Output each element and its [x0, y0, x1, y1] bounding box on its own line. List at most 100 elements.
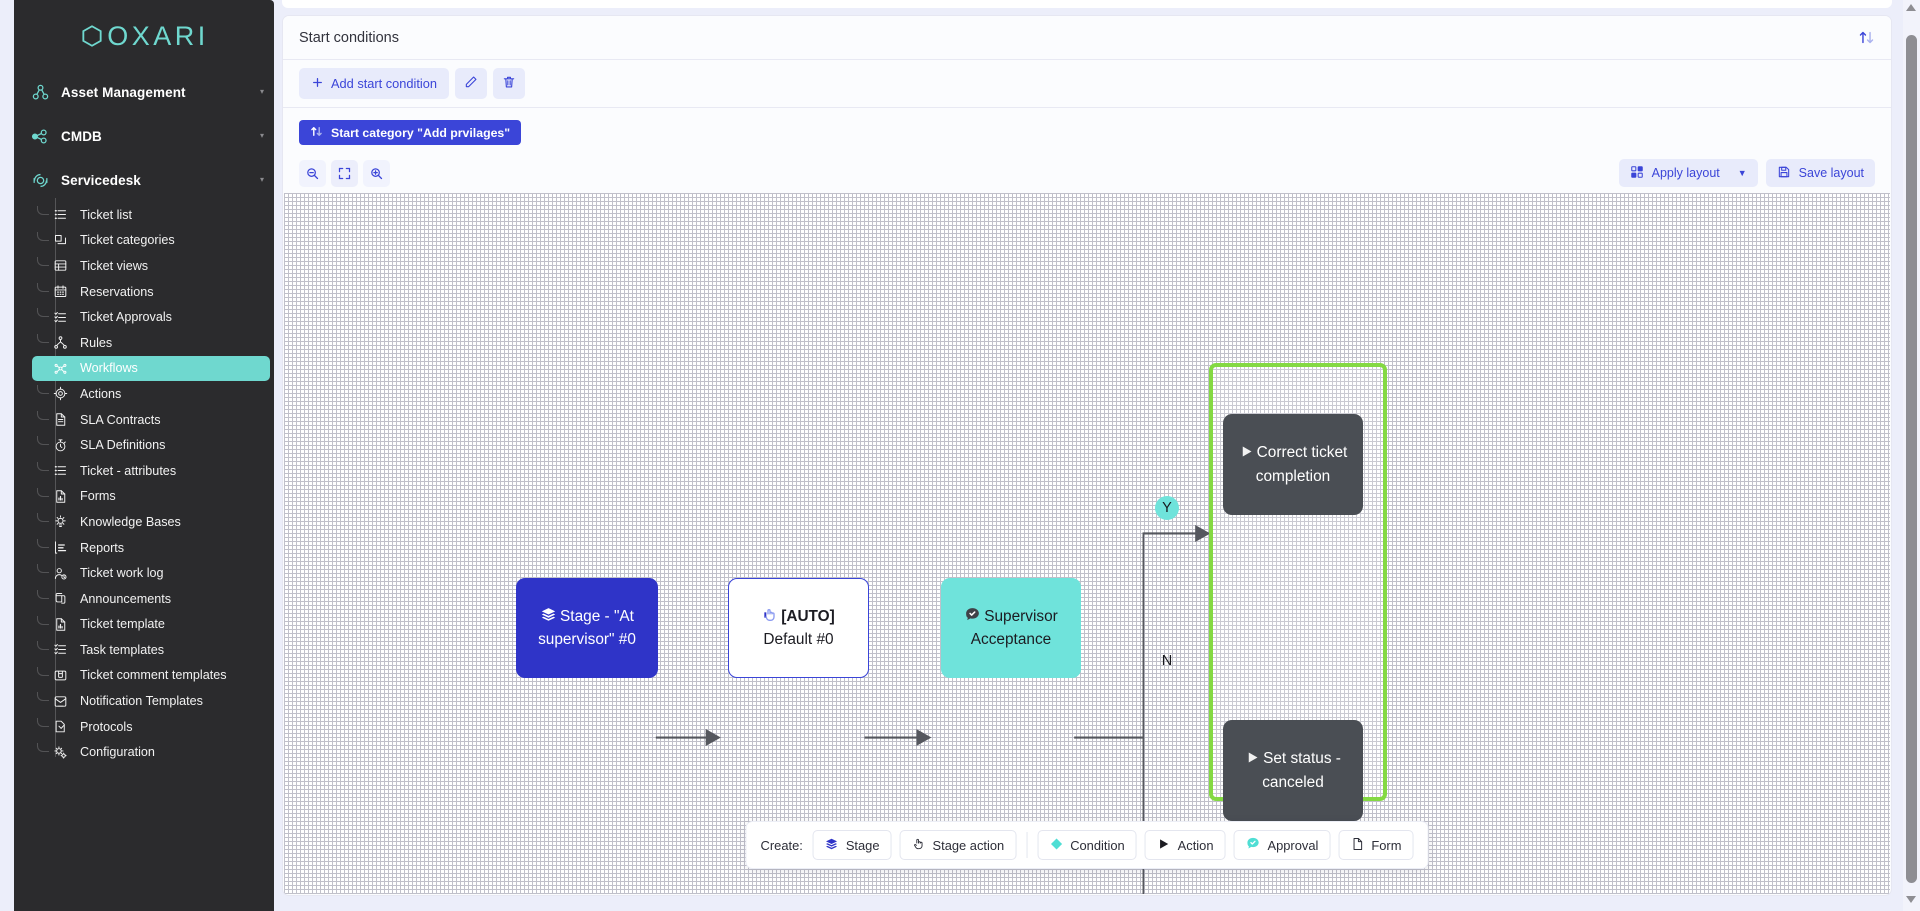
- sidebar-item-ticket-views[interactable]: Ticket views: [32, 253, 270, 279]
- sidebar-item-rules[interactable]: Rules: [32, 330, 270, 356]
- edit-start-condition-button[interactable]: [455, 68, 487, 99]
- pointer-hand-icon: [762, 607, 778, 629]
- create-item-label: Stage action: [932, 837, 1005, 853]
- workflow-node-auto[interactable]: [AUTO]Default #0: [728, 578, 869, 678]
- checklist-icon: [53, 642, 80, 657]
- sidebar-rail: [0, 0, 14, 911]
- node-line1: Set status -: [1263, 750, 1341, 768]
- workflow-nodes-icon: [53, 361, 80, 376]
- save-layout-button[interactable]: Save layout: [1765, 159, 1875, 187]
- gears-icon: [53, 745, 80, 760]
- swap-arrows-icon: [310, 125, 323, 141]
- sidebar-item-sla-definitions[interactable]: SLA Definitions: [32, 432, 270, 458]
- node-line1: Supervisor: [984, 607, 1058, 625]
- sidebar-item-ticket-work-log[interactable]: Ticket work log: [32, 560, 270, 586]
- start-category-button[interactable]: Start category "Add prvilages": [299, 120, 522, 145]
- play-icon: [1157, 837, 1171, 854]
- sidebar-item-actions[interactable]: Actions: [32, 381, 270, 407]
- list-icon: [53, 463, 80, 478]
- fit-screen-icon[interactable]: [331, 159, 358, 187]
- tree-connector: [37, 461, 49, 471]
- vertical-scrollbar[interactable]: [1903, 0, 1920, 911]
- checklist-icon: [53, 310, 80, 325]
- workflow-node-cancel[interactable]: Set status - canceled: [1223, 720, 1363, 821]
- pointer-hand-icon: [912, 837, 926, 854]
- sidebar-item-notification-templates[interactable]: Notification Templates: [32, 688, 270, 714]
- workflow-node-approval[interactable]: Supervisor Acceptance: [941, 578, 1081, 678]
- sidebar-item-ticket-comment-templates[interactable]: Ticket comment templates: [32, 663, 270, 689]
- pencil-icon: [464, 75, 478, 92]
- sidebar-item-label: Announcements: [80, 591, 172, 606]
- add-start-condition-button[interactable]: Add start condition: [299, 68, 449, 99]
- sidebar-item-knowledge-bases[interactable]: Knowledge Bases: [32, 509, 270, 535]
- sidebar-item-workflows[interactable]: Workflows: [32, 355, 270, 382]
- diamond-icon: [1049, 837, 1063, 854]
- tree-connector: [37, 487, 49, 497]
- sidebar-item-protocols[interactable]: Protocols: [32, 714, 270, 740]
- chevron-down-icon: ▾: [259, 131, 264, 140]
- zoom-out-icon[interactable]: [299, 159, 326, 187]
- sidebar-item-label: Reports: [80, 540, 125, 555]
- sidebar-item-task-templates[interactable]: Task templates: [32, 637, 270, 663]
- sidebar-item-label: Ticket views: [80, 258, 149, 273]
- node-line2: Acceptance: [970, 631, 1052, 648]
- sidebar-item-ticket-template[interactable]: Ticket template: [32, 612, 270, 638]
- play-icon: [1245, 750, 1260, 771]
- delete-start-condition-button[interactable]: [493, 68, 525, 99]
- caret-down-icon[interactable]: [1906, 896, 1917, 907]
- chevron-down-icon: ▾: [259, 175, 264, 184]
- tree-connector: [37, 333, 49, 343]
- sidebar-item-ticket-approvals[interactable]: Ticket Approvals: [32, 304, 270, 330]
- sidebar-item-announcements[interactable]: Announcements: [32, 586, 270, 612]
- create-approval-button[interactable]: Approval: [1233, 830, 1331, 860]
- scrollbar-thumb[interactable]: [1906, 35, 1917, 883]
- zoom-in-icon[interactable]: [363, 159, 390, 187]
- swap-arrows-icon[interactable]: [1858, 29, 1875, 46]
- canvas-toolbar: Apply layout ▼ Save layout: [283, 153, 1891, 193]
- create-item-label: Form: [1371, 837, 1402, 853]
- tree-connector: [37, 308, 49, 318]
- sidebar-group-cmdb[interactable]: CMDB ▾: [14, 114, 274, 158]
- sidebar-item-label: Notification Templates: [80, 694, 203, 709]
- workflow-node-stage[interactable]: Stage - "At supervisor" #0: [516, 578, 658, 678]
- sidebar-item-configuration[interactable]: Configuration: [32, 739, 270, 765]
- sidebar-item-reports[interactable]: Reports: [32, 535, 270, 561]
- workflow-node-correct[interactable]: Correct ticket completion: [1223, 414, 1363, 515]
- sidebar-item-sla-contracts[interactable]: SLA Contracts: [32, 407, 270, 433]
- tree-connector: [37, 410, 49, 420]
- create-action-button[interactable]: Action: [1144, 830, 1226, 860]
- comment-save-icon: [53, 668, 80, 683]
- canvas-grid: [284, 193, 1890, 894]
- sidebar-group-asset-management[interactable]: Asset Management ▾: [14, 70, 274, 114]
- form-doc-icon: [53, 489, 80, 504]
- workflow-canvas[interactable]: Stage - "At supervisor" #0 [AUTO]Default …: [284, 193, 1890, 894]
- branch-label: N: [1161, 653, 1173, 669]
- node-line2: canceled: [1262, 773, 1324, 791]
- sidebar-item-label: Forms: [80, 489, 116, 504]
- sidebar-item-ticket-categories[interactable]: Ticket categories: [32, 228, 270, 254]
- apply-layout-button[interactable]: Apply layout ▼: [1618, 159, 1758, 187]
- asset-nodes-icon: [31, 83, 61, 102]
- sidebar-item-ticket-list[interactable]: Ticket list: [32, 202, 270, 228]
- brand-logo[interactable]: OXARI: [14, 0, 274, 56]
- branch-badge-n: N: [1155, 649, 1179, 673]
- create-stage-button[interactable]: Stage: [812, 830, 892, 860]
- lightbulb-icon: [53, 514, 80, 529]
- sidebar-item-forms[interactable]: Forms: [32, 484, 270, 510]
- table-icon: [53, 258, 80, 273]
- create-form-button[interactable]: Form: [1338, 830, 1414, 860]
- create-condition-button[interactable]: Condition: [1037, 830, 1137, 860]
- sitemap-icon: [53, 335, 80, 350]
- caret-up-icon[interactable]: [1906, 4, 1917, 15]
- sidebar-group-label: Asset Management: [61, 84, 186, 100]
- cmdb-nodes-icon: [31, 127, 61, 146]
- create-item-label: Action: [1177, 837, 1214, 853]
- sidebar-group-servicedesk[interactable]: Servicedesk ▾: [14, 158, 274, 202]
- sidebar-item-label: Protocols: [80, 719, 133, 734]
- sidebar-item-label: SLA Contracts: [80, 412, 161, 427]
- form-doc-icon: [53, 617, 80, 632]
- sidebar-item-ticket-attributes[interactable]: Ticket - attributes: [32, 458, 270, 484]
- create-stage-action-button[interactable]: Stage action: [899, 830, 1017, 860]
- save-layout-label: Save layout: [1798, 166, 1864, 180]
- sidebar-item-reservations[interactable]: Reservations: [32, 279, 270, 305]
